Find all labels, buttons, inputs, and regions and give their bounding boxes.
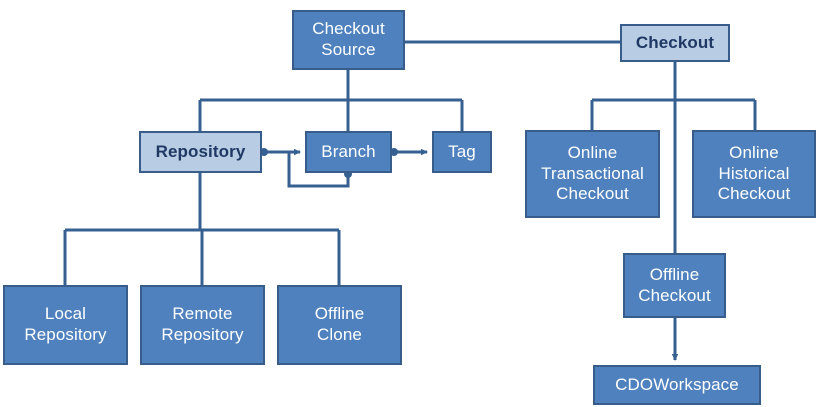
edge-branch-self-loop (287, 150, 350, 188)
node-remote-repository[interactable]: Remote Repository (140, 285, 265, 365)
node-checkout-source[interactable]: Checkout Source (292, 10, 405, 70)
node-offline-clone[interactable]: Offline Clone (277, 285, 402, 365)
node-local-repository[interactable]: Local Repository (3, 285, 128, 365)
node-online-historical-checkout[interactable]: Online Historical Checkout (692, 130, 816, 218)
connector-dot-branch-right (390, 148, 398, 156)
node-online-historical-checkout-label: Online Historical Checkout (717, 142, 791, 204)
node-repository-label: Repository (155, 141, 246, 161)
node-remote-repository-label: Remote Repository (161, 304, 244, 344)
node-branch-label: Branch (321, 141, 376, 161)
node-cdoworkspace[interactable]: CDOWorkspace (593, 365, 761, 405)
node-local-repository-label: Local Repository (24, 304, 107, 344)
node-online-transactional-checkout[interactable]: Online Transactional Checkout (525, 130, 660, 218)
node-checkout[interactable]: Checkout (620, 24, 730, 62)
node-offline-checkout[interactable]: Offline Checkout (623, 253, 726, 318)
node-checkout-source-label: Checkout Source (312, 19, 385, 59)
node-checkout-label: Checkout (635, 32, 715, 52)
node-tag[interactable]: Tag (432, 131, 492, 173)
node-branch[interactable]: Branch (305, 131, 392, 173)
connector-dot-repository (260, 148, 268, 156)
node-repository[interactable]: Repository (139, 131, 262, 173)
node-tag-label: Tag (448, 141, 476, 161)
node-offline-clone-label: Offline Clone (314, 304, 365, 344)
node-cdoworkspace-label: CDOWorkspace (615, 374, 739, 394)
node-offline-checkout-label: Offline Checkout (638, 264, 711, 305)
node-online-transactional-checkout-label: Online Transactional Checkout (541, 142, 644, 204)
